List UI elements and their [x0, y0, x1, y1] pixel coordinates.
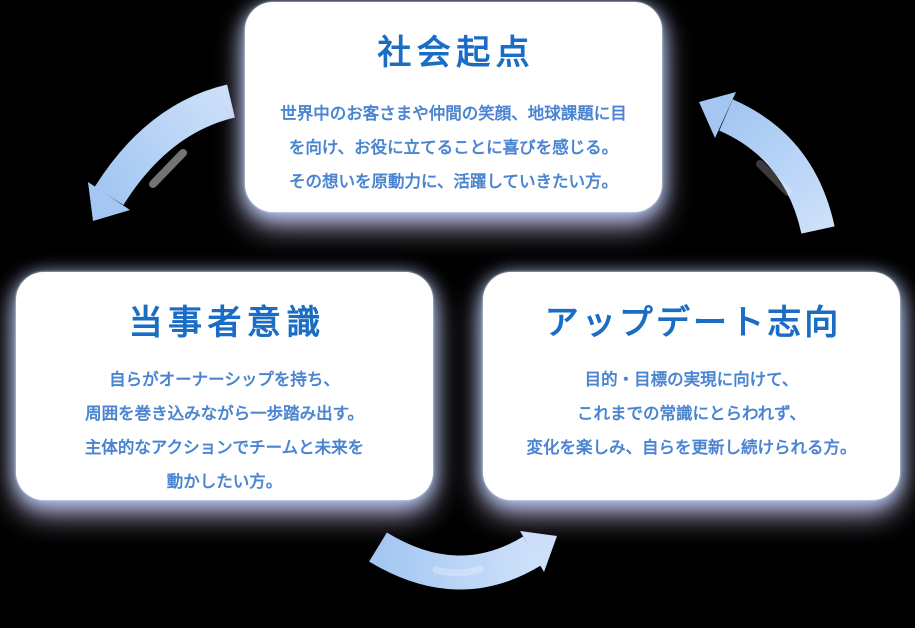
card-body: 自らがオーナーシップを持ち、 周囲を巻き込みながら一歩踏み出す。 主体的なアクシ…: [16, 363, 433, 499]
card-body-line: その想いを原動力に、活躍していきたい方。: [288, 171, 618, 191]
card-body-line: 変化を楽しみ、自らを更新し続けられる方。: [526, 437, 857, 457]
card-update-mindset: アップデート志向 目的・目標の実現に向けて、 これまでの常識にとらわれず、 変化…: [483, 272, 900, 500]
card-title: 当事者意識: [128, 303, 326, 343]
card-body-line: 主体的なアクションでチームと未来を: [84, 437, 365, 457]
card-body-line: 周囲を巻き込みながら一歩踏み出す。: [85, 403, 364, 423]
card-society-origin: 社会起点 世界中のお客さまや仲間の笑顔、地球課題に目 を向け、お役に立てることに…: [245, 2, 662, 212]
card-body-line: を向け、お役に立てることに喜びを感じる。: [288, 137, 619, 157]
card-ownership: 当事者意識 自らがオーナーシップを持ち、 周囲を巻き込みながら一歩踏み出す。 主…: [16, 272, 433, 500]
card-body: 目的・目標の実現に向けて、 これまでの常識にとらわれず、 変化を楽しみ、自らを更…: [483, 363, 900, 465]
card-body-line: 目的・目標の実現に向けて、: [584, 369, 799, 389]
card-title: アップデート志向: [544, 303, 842, 343]
card-body-line: 自らがオーナーシップを持ち、: [109, 369, 340, 389]
card-body: 世界中のお客さまや仲間の笑顔、地球課題に目 を向け、お役に立てることに喜びを感じ…: [245, 97, 662, 199]
cycle-arrow-bottom-icon: [369, 531, 557, 590]
card-body-line: 動かしたい方。: [166, 471, 283, 491]
cycle-arrow-left-icon: [88, 84, 236, 221]
card-body-line: 世界中のお客さまや仲間の笑顔、地球課題に目: [280, 103, 627, 123]
cycle-arrow-right-icon: [699, 92, 835, 234]
card-body-line: これまでの常識にとらわれず、: [576, 403, 807, 423]
card-title: 社会起点: [377, 33, 536, 73]
